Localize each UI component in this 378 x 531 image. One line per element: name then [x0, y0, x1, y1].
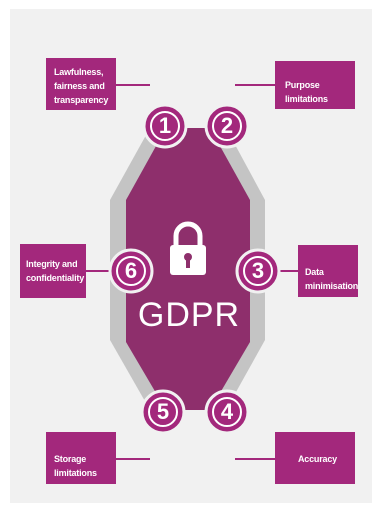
principle-box-5 [46, 432, 116, 484]
principle-number-1: 1 [158, 113, 172, 138]
principle-number-3: 3 [251, 258, 265, 283]
gdpr-title: GDPR [137, 296, 241, 334]
principle-number-6: 6 [124, 258, 138, 283]
principle-number-5: 5 [156, 399, 170, 424]
principle-number-2: 2 [220, 113, 234, 138]
principle-label-6: Integrity and confidentiality [26, 259, 85, 283]
padlock-icon [170, 221, 206, 275]
principle-box-2 [275, 61, 355, 109]
principle-box-3 [298, 245, 358, 297]
principle-box-6 [20, 244, 86, 298]
principle-label-2: Purpose limitations [285, 80, 328, 104]
principle-box-1 [46, 58, 116, 110]
principle-box-4 [275, 432, 355, 484]
principle-label-5: Storage limitations [54, 454, 97, 478]
principle-label-3: Data minimisation [305, 267, 359, 291]
principle-label-4: Accuracy [298, 454, 337, 464]
principle-number-4: 4 [220, 399, 234, 424]
principle-label-1: Lawfulness, fairness and transparency [54, 67, 109, 105]
